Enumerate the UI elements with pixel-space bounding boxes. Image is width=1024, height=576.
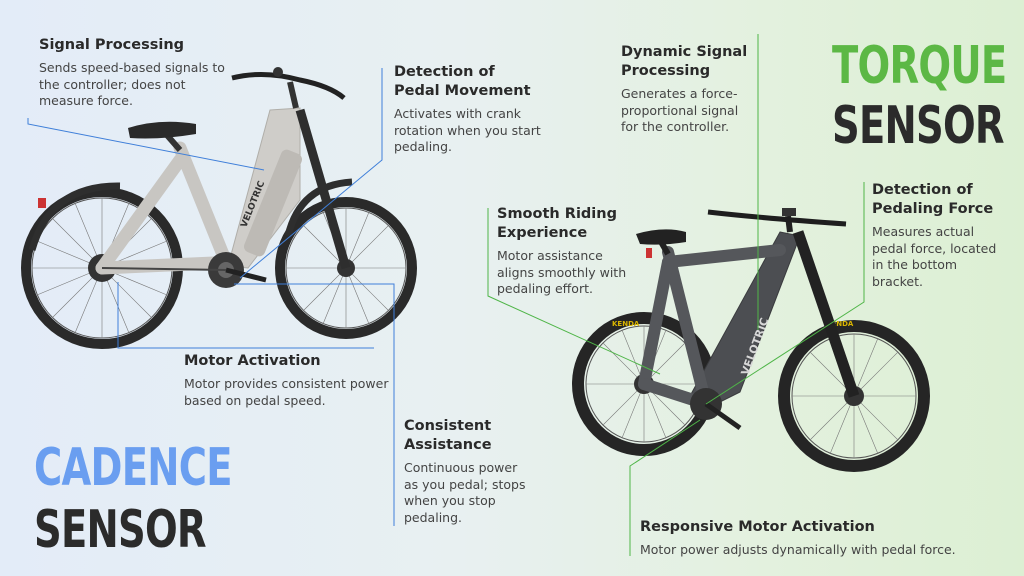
callout-title: Motor Activation: [184, 353, 321, 369]
callout-consistent-assistance: Consistent Assistance Continuous power a…: [404, 417, 534, 526]
callout-title: Consistent Assistance: [404, 418, 492, 453]
callout-pedaling-force: Detection of Pedaling Force Measures act…: [872, 181, 1002, 290]
callout-responsive-motor: Responsive Motor Activation Motor power …: [640, 518, 1010, 559]
callout-desc: Continuous power as you pedal; stops whe…: [404, 460, 526, 525]
callout-smooth-riding: Smooth Riding Experience Motor assistanc…: [497, 205, 639, 298]
callout-signal-processing: Signal Processing Sends speed-based sign…: [39, 36, 239, 110]
svg-text:KENDA: KENDA: [826, 320, 854, 328]
callout-motor-activation: Motor Activation Motor provides consiste…: [184, 352, 394, 409]
torque-title-line1: TORQUE: [832, 36, 1007, 96]
callout-dynamic-signal: Dynamic Signal Processing Generates a fo…: [621, 43, 751, 136]
callout-desc: Activates with crank rotation when you s…: [394, 106, 541, 154]
callout-title: Detection of Pedaling Force: [872, 182, 994, 217]
callout-title: Dynamic Signal Processing: [621, 44, 748, 79]
torque-title-line2: SENSOR: [832, 96, 1005, 156]
callout-pedal-movement: Detection of Pedal Movement Activates wi…: [394, 63, 544, 156]
callout-desc: Motor assistance aligns smoothly with pe…: [497, 248, 627, 296]
callout-desc: Sends speed-based signals to the control…: [39, 60, 225, 108]
callout-title: Detection of Pedal Movement: [394, 64, 531, 99]
cadence-callout-lines: [27, 68, 395, 526]
callout-title: Smooth Riding Experience: [497, 206, 617, 241]
callout-title: Signal Processing: [39, 37, 185, 53]
callout-desc: Motor provides consistent power based on…: [184, 376, 389, 408]
torque-callout-lines: [487, 34, 865, 556]
svg-text:KENDA: KENDA: [612, 320, 640, 328]
cadence-bike: VELOTRIC: [21, 67, 417, 349]
callout-title: Responsive Motor Activation: [640, 519, 875, 535]
callout-desc: Motor power adjusts dynamically with ped…: [640, 542, 956, 557]
callout-desc: Generates a force-proportional signal fo…: [621, 86, 739, 134]
callout-desc: Measures actual pedal force, located in …: [872, 224, 997, 289]
cadence-title-line2: SENSOR: [34, 500, 207, 560]
cadence-title-line1: CADENCE: [34, 438, 233, 498]
